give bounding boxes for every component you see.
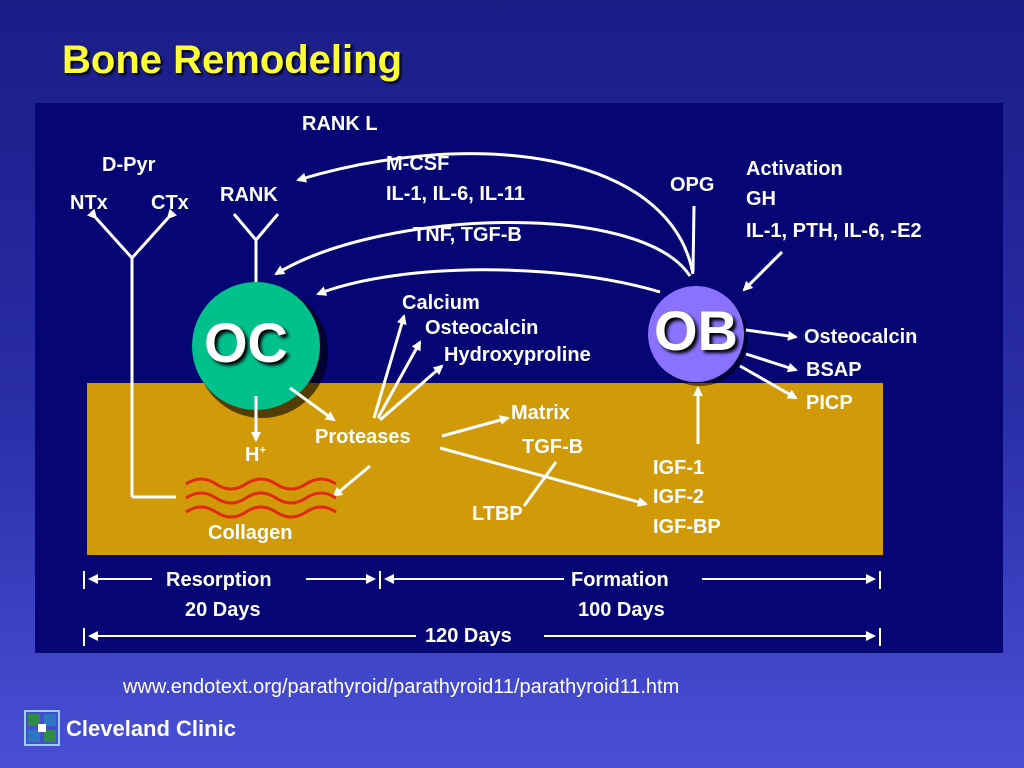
il-1-6-11-label: IL-1, IL-6, IL-11 xyxy=(386,183,525,205)
osteoclast-cell xyxy=(192,282,320,410)
page-title: Bone Remodeling xyxy=(62,38,403,82)
timeline-lines xyxy=(83,571,881,646)
collagen-fibers xyxy=(185,477,337,519)
osteoclast-label: OC xyxy=(204,311,288,374)
collagen-cleave-arrow xyxy=(332,464,371,498)
activation-label: Activation xyxy=(746,158,843,180)
osteoblast-label: OB xyxy=(654,299,738,362)
source-url: www.endotext.org/parathyroid/parathyroid… xyxy=(123,676,680,698)
mcsf-arrow xyxy=(274,221,692,277)
rankl-arrow xyxy=(296,152,695,275)
igf-bp-label: IGF-BP xyxy=(653,516,721,538)
total-days-label: 120 Days xyxy=(425,625,512,647)
matrix-label: Matrix xyxy=(511,402,570,424)
opg-label: OPG xyxy=(670,174,715,196)
activation-arrow xyxy=(742,250,784,292)
formation-days-label: 100 Days xyxy=(578,599,665,621)
resorption-days-label: 20 Days xyxy=(185,599,261,621)
ctx-label: CTx xyxy=(151,192,189,214)
tnf-tgfb-label: TNF, TGF-B xyxy=(413,224,522,246)
osteocalcin-produced-label: Osteocalcin xyxy=(804,326,918,348)
osteocalcin-release-arrow xyxy=(376,340,422,419)
ltbp-label: LTBP xyxy=(472,503,523,525)
formation-label: Formation xyxy=(571,569,669,591)
rank-l-label: RANK L xyxy=(302,113,378,135)
crosslink-y-connector xyxy=(86,208,178,499)
cleveland-clinic-logo-icon xyxy=(24,710,60,746)
rank-label: RANK xyxy=(220,184,278,206)
hydroxyproline-arrow xyxy=(379,364,444,422)
igf-1-label: IGF-1 xyxy=(653,457,705,479)
osteocalcin-released-label: Osteocalcin xyxy=(425,317,539,339)
collagen-label: Collagen xyxy=(208,522,293,544)
d-pyr-label: D-Pyr xyxy=(102,154,156,176)
ob-bsap-arrow xyxy=(745,352,798,373)
cleveland-clinic-logo: Cleveland Clinic xyxy=(22,708,272,748)
oc-proteases-arrow xyxy=(289,386,336,422)
ob-picp-arrow xyxy=(739,364,798,400)
tnf-arrow xyxy=(316,268,661,296)
matrix-arrow xyxy=(441,415,510,438)
picp-label: PICP xyxy=(806,392,853,414)
ob-osteocalcin-arrow xyxy=(745,328,798,341)
h-plus-label: H+ xyxy=(245,444,266,466)
rank-receptor xyxy=(232,213,280,282)
cleveland-clinic-logo-text: Cleveland Clinic xyxy=(66,716,236,741)
gh-label: GH xyxy=(746,188,776,210)
ltbp-link xyxy=(522,461,558,507)
igf-release-arrow xyxy=(439,446,648,507)
bsap-label: BSAP xyxy=(806,359,862,381)
ntx-label: NTx xyxy=(70,192,108,214)
opg-arrow xyxy=(691,205,696,273)
bone-matrix-band xyxy=(87,383,883,555)
osteoblast-cell xyxy=(648,286,744,382)
calcium-arrow xyxy=(372,314,407,419)
diagram-panel xyxy=(35,103,1003,653)
calcium-label: Calcium xyxy=(402,292,480,314)
igf-2-label: IGF-2 xyxy=(653,486,705,508)
tgf-b-label: TGF-B xyxy=(522,436,584,458)
il-pth-label: IL-1, PTH, IL-6, -E2 xyxy=(746,220,922,242)
resorption-label: Resorption xyxy=(166,569,272,591)
hydroxyproline-label: Hydroxyproline xyxy=(444,344,591,366)
proteases-label: Proteases xyxy=(315,426,411,448)
m-csf-label: M-CSF xyxy=(386,153,450,175)
